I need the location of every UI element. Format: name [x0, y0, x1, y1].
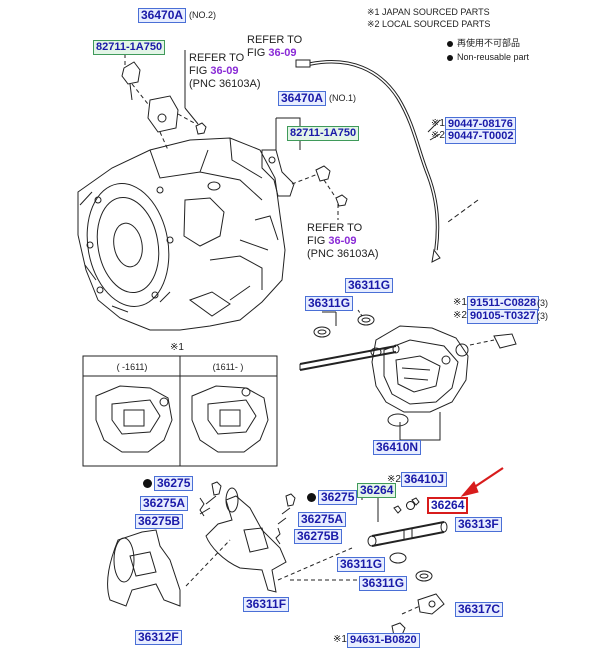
non-reusable-36264-icon	[406, 501, 415, 510]
part-36410N[interactable]: 36410N	[373, 440, 422, 455]
part-36470A-no2[interactable]: 36470A	[138, 8, 187, 23]
legend-non-reusable-en: Non-reusable part	[457, 52, 530, 62]
part-36275B-right[interactable]: 36275B	[294, 529, 343, 544]
legend-japan-sourced: ※1 JAPAN SOURCED PARTS	[367, 7, 490, 17]
shift-housing	[371, 325, 517, 427]
transmission-housing	[77, 137, 286, 331]
refer-a-line1: REFER TO	[247, 34, 303, 46]
inset-housing-right	[191, 385, 269, 453]
refer-c-fig-link[interactable]: 36-09	[328, 235, 357, 247]
marker-japan-bottom: ※1	[333, 634, 347, 645]
snap-rings-lower	[389, 552, 433, 582]
part-36311G-lower-a[interactable]: 36311G	[337, 557, 386, 572]
part-36275B-left[interactable]: 36275B	[135, 514, 184, 529]
part-82711-1A750-middle[interactable]: 82711-1A750	[287, 126, 360, 141]
part-90447-T0002[interactable]: 90447-T0002	[445, 129, 517, 144]
part-36311G-lower-b[interactable]: 36311G	[359, 576, 408, 591]
refer-c-line2: FIG 36-09	[307, 235, 357, 247]
inset-right-header: (1611- )	[212, 362, 244, 372]
non-reusable-dot-icon	[447, 41, 453, 47]
refer-b-fig-link[interactable]: 36-09	[210, 65, 239, 77]
part-36313F[interactable]: 36313F	[455, 517, 502, 532]
part-36410J[interactable]: 36410J	[401, 472, 448, 487]
part-36264-highlighted[interactable]: 36264	[427, 497, 469, 514]
inset-housing-left	[95, 385, 173, 453]
part-36275A-right[interactable]: 36275A	[298, 512, 347, 527]
part-90105-T0327[interactable]: 90105-T0327	[467, 309, 539, 324]
refer-b-line2: FIG 36-09	[189, 65, 239, 77]
refer-c-line1: REFER TO	[307, 222, 363, 234]
part-91511-C0828[interactable]: 91511-C0828	[467, 296, 540, 311]
marker-japan-90447: ※1	[431, 118, 445, 129]
part-36311G-upper-left[interactable]: 36311G	[305, 296, 354, 311]
shift-fork-right	[205, 487, 296, 593]
part-36470A-no2-note: (NO.2)	[189, 10, 216, 20]
part-36264-green[interactable]: 36264	[357, 483, 397, 498]
part-36275-right[interactable]: 36275	[318, 490, 358, 505]
shift-rail-upper	[299, 344, 400, 371]
snap-rings	[313, 309, 375, 338]
legend-non-reusable-jp: 再使用不可部品	[457, 38, 521, 48]
part-36311F[interactable]: 36311F	[243, 597, 290, 612]
non-reusable-36275-right-icon	[307, 493, 316, 502]
non-reusable-dot-icon	[447, 55, 453, 61]
shift-fork-left	[107, 481, 222, 607]
refer-c-line3: (PNC 36103A)	[307, 248, 379, 260]
part-36275A-left[interactable]: 36275A	[140, 496, 189, 511]
inset-japan-marker: ※1	[170, 342, 184, 353]
legend-local-sourced: ※2 LOCAL SOURCED PARTS	[367, 19, 491, 29]
non-reusable-36275-left-icon	[143, 479, 152, 488]
refer-b-line3: (PNC 36103A)	[189, 78, 261, 90]
part-94631-B0820[interactable]: 94631-B0820	[347, 633, 420, 648]
shift-cable	[295, 59, 441, 263]
shift-head	[391, 593, 445, 637]
refer-a-fig-link[interactable]: 36-09	[268, 47, 297, 59]
part-36275-left[interactable]: 36275	[154, 476, 194, 491]
bracket-no2	[121, 61, 207, 135]
part-90105-qty: (3)	[537, 311, 548, 321]
part-36312F[interactable]: 36312F	[135, 630, 182, 645]
shift-rail-lower	[367, 497, 448, 547]
part-36470A-no1-note: (NO.1)	[329, 93, 356, 103]
part-91511-qty: (3)	[537, 298, 548, 308]
inset-left-header: ( -1611)	[116, 362, 148, 372]
marker-local-90105: ※2	[453, 310, 467, 321]
refer-b-line1: REFER TO	[189, 52, 245, 64]
marker-local-36410J: ※2	[387, 474, 401, 485]
part-36470A-no1[interactable]: 36470A	[278, 91, 327, 106]
part-82711-1A750-upper[interactable]: 82711-1A750	[93, 40, 166, 55]
part-36317C[interactable]: 36317C	[455, 602, 504, 617]
marker-local-90447: ※2	[431, 130, 445, 141]
highlight-arrow	[460, 467, 504, 497]
marker-japan-91511: ※1	[453, 297, 467, 308]
refer-a-line2: FIG 36-09	[247, 47, 297, 59]
part-36311G-upper-right[interactable]: 36311G	[345, 278, 394, 293]
